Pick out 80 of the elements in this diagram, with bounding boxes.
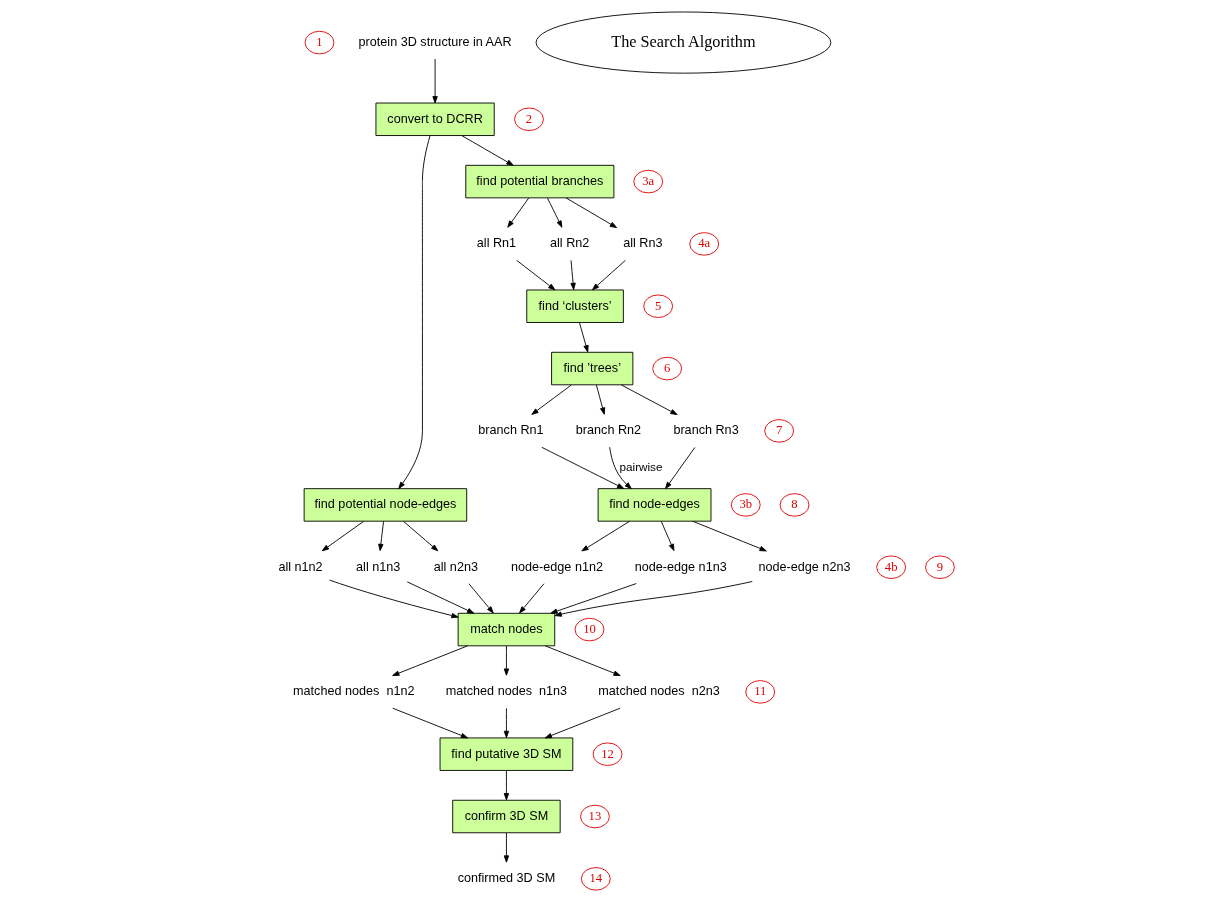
- node-text: matched nodes n1n3: [445, 684, 567, 699]
- arrow: [377, 520, 384, 552]
- node-text: all Rn1: [476, 236, 516, 251]
- arrow: [402, 520, 438, 552]
- node-ellipse: 4b: [875, 555, 906, 579]
- node-text: matched nodes n1n2: [292, 684, 415, 699]
- node-text: node-edge n1n2: [510, 559, 603, 574]
- arrow: [608, 446, 632, 490]
- arrow: [391, 645, 468, 677]
- node-box: find node-edges: [597, 488, 711, 522]
- node-ellipse: 3b: [730, 493, 761, 517]
- node-ellipse: 13: [579, 804, 610, 829]
- node-text: branch Rn2: [575, 423, 641, 438]
- arrow: [664, 447, 695, 490]
- arrow: [554, 581, 753, 617]
- node-ellipse: The Search Algorithm: [535, 11, 831, 74]
- arrow: [518, 583, 544, 614]
- arrow: [544, 707, 621, 739]
- arrow: [503, 707, 509, 738]
- node-text: branch Rn3: [672, 423, 739, 438]
- edge-label: pairwise: [618, 459, 663, 473]
- arrow: [660, 520, 674, 552]
- node-ellipse: 6: [651, 356, 682, 381]
- node-text: branch Rn1: [477, 423, 544, 438]
- node-ellipse: 5: [642, 294, 673, 318]
- node-ellipse: 10: [574, 617, 604, 642]
- node-text: protein 3D structure in AAR: [358, 34, 512, 49]
- arrow: [591, 259, 626, 291]
- arrow: [397, 135, 430, 489]
- node-ellipse: 1: [304, 30, 334, 55]
- arrow: [431, 58, 438, 104]
- node-ellipse: 7: [763, 419, 794, 443]
- arrow: [620, 384, 678, 415]
- node-text: node-edge n2n3: [757, 559, 850, 574]
- node-ellipse: 9: [924, 555, 955, 579]
- arrow: [460, 135, 514, 166]
- node-ellipse: 2: [513, 107, 544, 131]
- arrow: [467, 583, 494, 614]
- arrow: [544, 645, 621, 677]
- arrow: [565, 197, 617, 229]
- node-text: confirmed 3D SM: [457, 871, 555, 886]
- arrow: [391, 707, 468, 739]
- node-text: all n1n2: [277, 559, 323, 574]
- node-box: find potential branches: [464, 164, 614, 199]
- arrow: [503, 645, 509, 676]
- arrow: [530, 384, 572, 415]
- node-text: all n1n3: [355, 559, 400, 574]
- node-box: find putative 3D SM: [439, 737, 573, 771]
- arrow: [515, 259, 555, 291]
- arrow: [569, 259, 576, 291]
- arrow: [540, 446, 624, 489]
- node-ellipse: 3a: [632, 169, 663, 194]
- node-box: find ‘clusters’: [525, 289, 624, 323]
- node-text: all Rn2: [549, 236, 589, 251]
- node-text: all n2n3: [433, 559, 478, 574]
- node-ellipse: 12: [592, 742, 622, 766]
- node-box: find ’trees’: [550, 351, 633, 386]
- arrow: [328, 579, 459, 619]
- arrow: [503, 832, 509, 863]
- node-ellipse: 8: [779, 493, 809, 517]
- node-text: node-edge n1n3: [634, 559, 727, 574]
- node-text: matched nodes n2n3: [597, 684, 720, 699]
- arrow: [503, 770, 509, 801]
- node-box: convert to DCRR: [375, 102, 495, 136]
- arrow: [580, 520, 630, 552]
- arrow: [691, 520, 767, 552]
- arrow: [546, 197, 562, 228]
- arrow: [506, 197, 529, 228]
- node-box: match nodes: [457, 612, 555, 647]
- node-ellipse: 14: [580, 867, 611, 891]
- node-text: all Rn3: [622, 236, 662, 251]
- arrow: [321, 520, 364, 552]
- node-box: find potential node-edges: [303, 488, 467, 522]
- arrow: [578, 322, 589, 353]
- node-ellipse: 4a: [688, 232, 719, 256]
- node-ellipse: 11: [744, 680, 775, 704]
- arrow: [406, 581, 474, 614]
- arrow: [549, 583, 637, 614]
- arrow: [595, 384, 605, 415]
- node-box: confirm 3D SM: [451, 799, 561, 834]
